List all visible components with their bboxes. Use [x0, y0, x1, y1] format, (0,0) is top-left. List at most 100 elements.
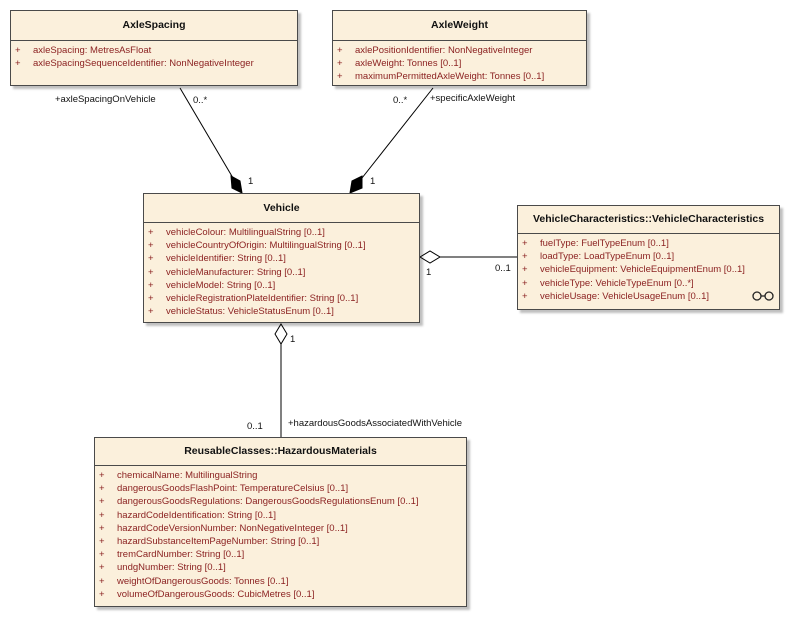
attribute-list: +chemicalName: MultilingualString +dange…: [95, 466, 466, 601]
visibility-marker: +: [337, 45, 343, 56]
class-axle-spacing[interactable]: AxleSpacing + axleSpacing: MetresAsFloat …: [10, 10, 298, 86]
attribute-text: dangerousGoodsRegulations: DangerousGood…: [117, 496, 419, 508]
axle-spacing-source-multiplicity: 0..*: [193, 95, 208, 106]
attribute-text: hazardCodeVersionNumber: NonNegativeInte…: [117, 522, 348, 534]
class-hazardous-materials[interactable]: ReusableClasses::HazardousMaterials +che…: [94, 437, 467, 607]
attribute-row[interactable]: +vehicleIdentifier: String [0..1]: [144, 252, 419, 265]
attribute-row[interactable]: + vehicleCountryOfOrigin: MultilingualStr…: [144, 239, 419, 252]
attribute-row[interactable]: + hazardCodeIdentification: String [0..1]: [95, 509, 466, 522]
attribute-list: + vehicleColour: MultilingualString [0..1…: [144, 223, 419, 318]
characteristics-source-multiplicity: 1: [426, 267, 432, 278]
characteristics-aggregation-diamond: [419, 250, 441, 264]
attribute-text: vehicleManufacturer: String [0..1]: [166, 266, 306, 278]
visibility-marker: +: [522, 290, 528, 302]
attribute-text: axleSpacingSequenceIdentifier: NonNegati…: [33, 58, 254, 70]
attribute-text: axleSpacing: MetresAsFloat: [33, 45, 152, 56]
attribute-row[interactable]: + undgNumber: String [0..1]: [95, 561, 466, 574]
visibility-marker: +: [15, 45, 21, 56]
attribute-row[interactable]: +dangerousGoodsRegulations: DangerousGoo…: [95, 495, 466, 508]
class-title: AxleSpacing: [11, 11, 297, 41]
attribute-text: undgNumber: String [0..1]: [117, 562, 226, 574]
attribute-row[interactable]: + axleSpacing: MetresAsFloat: [11, 44, 297, 57]
attribute-text: vehicleCountryOfOrigin: MultilingualStri…: [166, 240, 366, 252]
axle-spacing-association-line: [179, 87, 234, 179]
axle-spacing-target-multiplicity: 1: [248, 176, 254, 187]
visibility-marker: +: [99, 575, 105, 587]
visibility-marker: +: [522, 251, 528, 263]
attribute-text: axleWeight: Tonnes [0..1]: [355, 58, 462, 70]
attribute-row[interactable]: + vehicleRegistrationPlateIdentifier: Str…: [144, 292, 419, 305]
axle-spacing-role-label: +axleSpacingOnVehicle: [55, 94, 156, 105]
attribute-row[interactable]: + vehicleColour: MultilingualString [0..1…: [144, 226, 419, 239]
class-axle-weight[interactable]: AxleWeight +axlePositionIdentifier: NonN…: [332, 10, 587, 86]
visibility-marker: +: [99, 509, 105, 521]
attribute-text: vehicleColour: MultilingualString [0..1]: [166, 227, 325, 238]
attribute-row[interactable]: + hazardCodeVersionNumber: NonNegativeInt…: [95, 522, 466, 535]
attribute-text: hazardCodeIdentification: String [0..1]: [117, 509, 276, 521]
attribute-text: tremCardNumber: String [0..1]: [117, 549, 245, 561]
visibility-marker: +: [148, 253, 154, 265]
attribute-text: vehicleRegistrationPlateIdentifier: Stri…: [166, 293, 359, 305]
attribute-text: vehicleType: VehicleTypeEnum [0..*]: [540, 277, 694, 289]
attribute-text: weightOfDangerousGoods: Tonnes [0..1]: [117, 575, 289, 587]
axle-weight-target-multiplicity: 1: [370, 176, 376, 187]
attribute-row[interactable]: + hazardSubstanceItemPageNumber: String […: [95, 535, 466, 548]
attribute-text: hazardSubstanceItemPageNumber: String [0…: [117, 536, 320, 548]
visibility-marker: +: [99, 549, 105, 561]
attribute-row[interactable]: + vehicleModel: String [0..1]: [144, 279, 419, 292]
attribute-row[interactable]: +vehicleType: VehicleTypeEnum [0..*]: [518, 277, 779, 290]
visibility-marker: +: [15, 58, 21, 70]
attribute-text: loadType: LoadTypeEnum [0..1]: [540, 251, 675, 263]
attribute-text: fuelType: FuelTypeEnum [0..1]: [540, 238, 669, 249]
attribute-text: axlePositionIdentifier: NonNegativeInteg…: [355, 45, 533, 56]
attribute-row[interactable]: + weightOfDangerousGoods: Tonnes [0..1]: [95, 575, 466, 588]
attribute-row[interactable]: + fuelType: FuelTypeEnum [0..1]: [518, 237, 779, 250]
attribute-row[interactable]: +maximumPermittedAxleWeight: Tonnes [0..…: [333, 70, 586, 83]
hazardous-aggregation-diamond: [274, 323, 288, 345]
attribute-text: dangerousGoodsFlashPoint: TemperatureCel…: [117, 483, 349, 495]
attribute-row[interactable]: + axlePositionIdentifier: NonNegativeInte…: [333, 44, 586, 57]
attribute-row[interactable]: + vehicleEquipment: VehicleEquipmentEnum …: [518, 263, 779, 276]
attribute-row[interactable]: +chemicalName: MultilingualString: [95, 469, 466, 482]
visibility-marker: +: [148, 293, 154, 305]
attribute-row[interactable]: + tremCardNumber: String [0..1]: [95, 548, 466, 561]
characteristics-target-multiplicity: 0..1: [495, 263, 511, 274]
class-vehicle[interactable]: Vehicle + vehicleColour: MultilingualStri…: [143, 193, 420, 323]
hazardous-source-multiplicity: 1: [290, 334, 296, 345]
axle-spacing-composition-diamond: [230, 175, 243, 194]
axle-weight-source-multiplicity: 0..*: [393, 95, 408, 106]
attribute-text: vehicleStatus: VehicleStatusEnum [0..1]: [166, 306, 334, 318]
visibility-marker: +: [148, 227, 154, 238]
attribute-row[interactable]: + loadType: LoadTypeEnum [0..1]: [518, 250, 779, 263]
attribute-row[interactable]: +volumeOfDangerousGoods: CubicMetres [0.…: [95, 588, 466, 601]
visibility-marker: +: [148, 279, 154, 291]
visibility-marker: +: [99, 483, 105, 495]
hazardous-role-label: +hazardousGoodsAssociatedWithVehicle: [288, 418, 463, 429]
visibility-marker: +: [99, 562, 105, 574]
class-title: Vehicle: [144, 194, 419, 223]
visibility-marker: +: [337, 71, 343, 83]
hazardous-target-multiplicity: 0..1: [247, 421, 263, 432]
axle-weight-role-label: +specificAxleWeight: [430, 93, 516, 104]
class-vehicle-characteristics[interactable]: VehicleCharacteristics::VehicleCharacter…: [517, 205, 780, 310]
linked-diagram-icon: [752, 291, 774, 301]
visibility-marker: +: [99, 522, 105, 534]
attribute-text: vehicleEquipment: VehicleEquipmentEnum […: [540, 264, 745, 276]
attribute-row[interactable]: +axleWeight: Tonnes [0..1]: [333, 57, 586, 70]
attribute-row[interactable]: +vehicleStatus: VehicleStatusEnum [0..1]: [144, 305, 419, 318]
attribute-row[interactable]: +vehicleUsage: VehicleUsageEnum [0..1]: [518, 290, 779, 303]
visibility-marker: +: [99, 588, 105, 600]
attribute-row[interactable]: + dangerousGoodsFlashPoint: TemperatureCe…: [95, 482, 466, 495]
attribute-text: vehicleModel: String [0..1]: [166, 279, 276, 291]
class-title: ReusableClasses::HazardousMaterials: [95, 438, 466, 466]
attribute-list: + axleSpacing: MetresAsFloat + axleSpacing…: [11, 41, 297, 70]
attribute-row[interactable]: + axleSpacingSequenceIdentifier: NonNegat…: [11, 57, 297, 70]
visibility-marker: +: [99, 536, 105, 548]
visibility-marker: +: [522, 238, 528, 249]
attribute-row[interactable]: +vehicleManufacturer: String [0..1]: [144, 266, 419, 279]
visibility-marker: +: [522, 264, 528, 276]
visibility-marker: +: [148, 240, 154, 252]
axle-weight-association-line: [361, 87, 434, 179]
attribute-text: chemicalName: MultilingualString: [117, 470, 258, 481]
